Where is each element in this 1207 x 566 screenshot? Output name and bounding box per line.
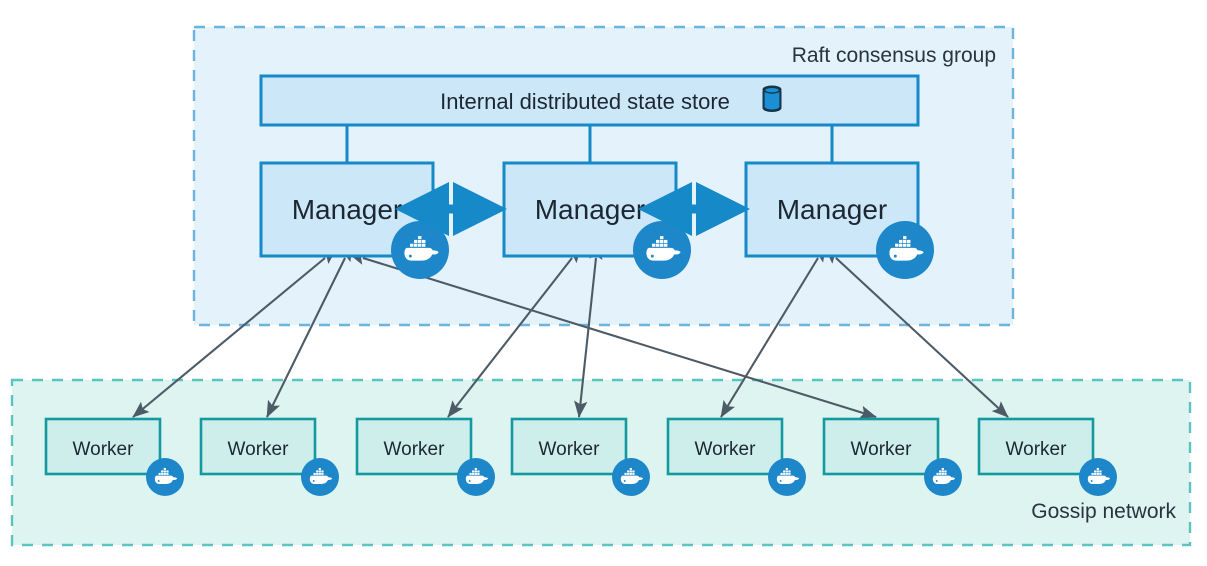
worker-box-6[interactable] [822,417,940,476]
link-manager2-worker3 [447,245,582,418]
docker-whale-icon [391,221,449,279]
docker-whale-icon [457,458,495,496]
worker-label-3: Worker [384,439,446,460]
worker-box-5[interactable] [666,417,784,476]
internal-state-store[interactable]: Internal distributed state store [259,74,920,127]
worker-node-6[interactable]: Worker [822,417,962,496]
state-store-label: Internal distributed state store [440,89,730,114]
worker-box-3[interactable] [355,417,473,476]
link-manager2-worker4 [574,242,603,418]
docker-whale-icon [146,458,184,496]
worker-node-5[interactable]: Worker [666,417,806,496]
worker-box-4[interactable] [510,417,628,476]
raft-zone-label: Raft consensus group [792,44,996,67]
worker-node-4[interactable]: Worker [510,417,650,496]
docker-whale-icon [876,221,934,279]
worker-node-1[interactable]: Worker [44,417,184,496]
worker-label-6: Worker [851,439,913,460]
worker-label-5: Worker [695,439,757,460]
link-manager3-worker7 [824,247,1009,418]
link-manager1-worker2 [266,244,352,418]
worker-label-1: Worker [73,439,135,460]
docker-whale-icon [612,458,650,496]
manager-node-3[interactable]: Manager [744,161,934,279]
state-store-box[interactable] [259,74,920,127]
database-cylinder-icon [761,84,783,113]
docker-whale-icon [1079,458,1117,496]
gossip-zone-label: Gossip network [1031,500,1176,523]
manager-label-1: Manager [292,194,403,225]
manager-label-3: Manager [777,194,888,225]
docker-whale-icon [301,458,339,496]
worker-manager-links [132,242,1009,419]
docker-whale-icon [633,221,691,279]
docker-whale-icon [924,458,962,496]
worker-box-2[interactable] [199,417,317,476]
worker-box-7[interactable] [977,417,1095,476]
worker-node-3[interactable]: Worker [355,417,495,496]
store-manager-connectors [345,125,834,163]
docker-whale-icon [768,458,806,496]
manager-label-2: Manager [535,194,646,225]
worker-label-7: Worker [1006,439,1068,460]
worker-node-7[interactable]: Worker [977,417,1117,496]
worker-node-2[interactable]: Worker [199,417,339,496]
worker-label-4: Worker [539,439,601,460]
worker-box-1[interactable] [44,417,162,476]
link-manager3-worker5 [720,244,827,418]
worker-label-2: Worker [228,439,290,460]
